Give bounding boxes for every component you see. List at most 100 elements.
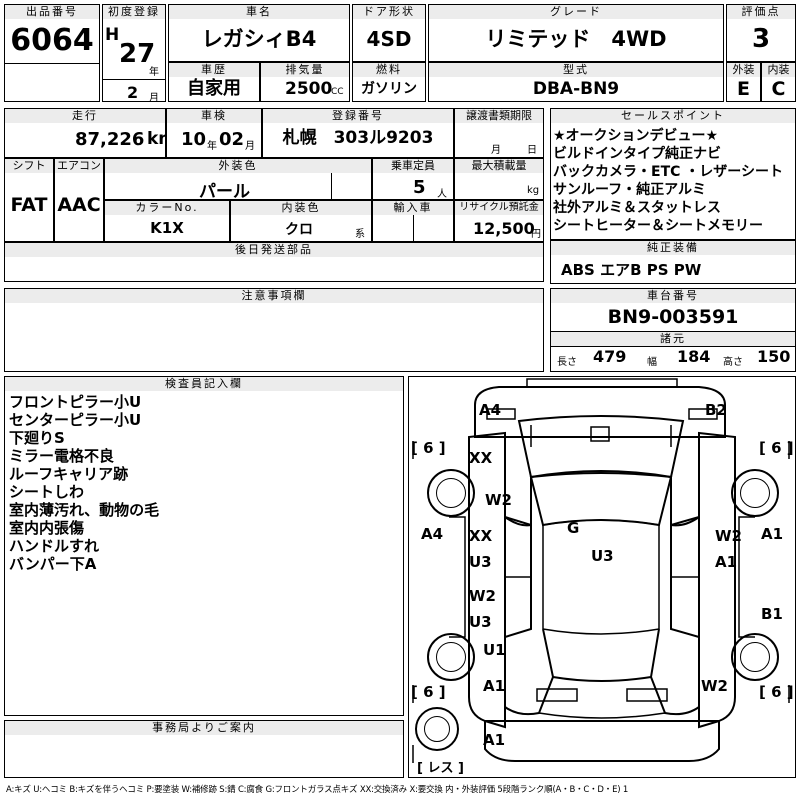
fuel: ガソリン xyxy=(361,81,417,97)
capacity: 5 xyxy=(413,177,426,198)
month-unit: 月 xyxy=(149,93,159,104)
chassis-box: 車台番号 BN9-003591 諸元 長さ 479 幅 184 高さ 150 xyxy=(550,288,796,372)
door-label: ドア形状 xyxy=(353,5,425,19)
dmg-u3-1: U3 xyxy=(469,553,492,571)
fuel-label: 燃料 xyxy=(353,63,425,77)
max-load-label: 最大積載量 xyxy=(455,159,543,173)
model-label: 型式 xyxy=(429,63,723,77)
import-box: 輸入車 xyxy=(372,200,454,242)
plate: 札幌 303ル9203 xyxy=(282,128,434,148)
tire-fl: [ 6 ] xyxy=(411,439,446,457)
ac-label: エアコン xyxy=(55,159,103,173)
dmg-a1-side: A1 xyxy=(761,525,784,543)
mileage: 87,226 xyxy=(75,129,145,150)
length-label: 長さ xyxy=(557,357,577,368)
shift: FAT xyxy=(10,194,48,216)
sales-line: ビルドインタイプ純正ナビ xyxy=(553,146,721,162)
ext-score: E xyxy=(737,78,750,100)
dmg-u3-2: U3 xyxy=(469,613,492,631)
tire-rr: [ 6 ] xyxy=(759,683,794,701)
equipment-box: 純正装備 ABS エアB PS PW xyxy=(550,240,796,284)
shift-label: シフト xyxy=(5,159,53,173)
car-name-box: 車名 レガシィB4 xyxy=(168,4,350,62)
insp-month: 02 xyxy=(219,129,245,150)
displacement-box: 排気量 2500 CC xyxy=(260,62,350,102)
color-no-label: カラーNo. xyxy=(105,201,229,215)
inspector-line: バンパー下A xyxy=(9,555,97,573)
inspection-label: 車検 xyxy=(167,109,261,123)
plate-box: 登録番号 札幌 303ル9203 xyxy=(262,108,454,158)
dmg-g: G xyxy=(567,519,580,537)
car-outline xyxy=(412,378,790,763)
dmg-xx-2: XX xyxy=(469,527,493,545)
import-label: 輸入車 xyxy=(373,201,453,215)
transfer-box: 譲渡書類期限 月 日 xyxy=(454,108,544,158)
length: 479 xyxy=(593,347,627,366)
color-box: 外装色 パール xyxy=(104,158,372,202)
inspector-line: フロントピラー小U xyxy=(9,393,142,411)
dmg-w2-1: W2 xyxy=(485,491,512,509)
dmg-u1: U1 xyxy=(483,641,506,659)
car-name-label: 車名 xyxy=(169,5,349,19)
mileage-box: 走行 87,226 km xyxy=(4,108,176,158)
mileage-label: 走行 xyxy=(5,109,165,123)
sales-list: ★オークションデビュー★ ビルドインタイプ純正ナビ バックカメラ・ETC ・レザ… xyxy=(551,123,795,235)
inspector-line: 室内内張傷 xyxy=(9,519,85,537)
year-unit: 年 xyxy=(149,67,159,78)
grade-box: グレード リミテッド 4WD xyxy=(428,4,724,62)
recycle-box: リサイクル預託金 12,500 円 xyxy=(454,200,544,242)
door-box: ドア形状 4SD xyxy=(352,4,426,62)
lot-box: 出品番号 6064 xyxy=(4,4,100,102)
interior-unit: 系 xyxy=(355,229,365,240)
ac-box: エアコン AAC xyxy=(54,158,104,242)
tire-spare: [ レス ] xyxy=(417,761,464,776)
model: DBA-BN9 xyxy=(532,79,620,99)
max-load-unit: kg xyxy=(527,185,540,196)
ext-score-label: 外装 xyxy=(727,63,760,77)
dmg-w2-4: W2 xyxy=(701,677,728,695)
reg-month: 2 xyxy=(127,83,139,102)
score-box: 評価点 3 xyxy=(726,4,796,62)
inspector-line: シートしわ xyxy=(9,483,85,501)
legend: A:キズ U:ヘコミ B:キズを伴うヘコミ P:要塗装 W:補修跡 S:錆 C:… xyxy=(6,785,629,795)
interior-label: 内装色 xyxy=(231,201,371,215)
inspector-line: ミラー電格不良 xyxy=(9,447,115,465)
recycle-unit: 円 xyxy=(531,229,541,240)
office-label: 事務局よりご案内 xyxy=(5,721,403,735)
int-score: C xyxy=(771,78,786,100)
sales-label: セールスポイント xyxy=(551,109,795,123)
chassis-label: 車台番号 xyxy=(551,289,795,303)
notes-label: 注意事項欄 xyxy=(5,289,543,303)
interior-box: 内装色 クロ 系 xyxy=(230,200,372,242)
wheel-rr xyxy=(731,633,779,681)
sales-box: セールスポイント ★オークションデビュー★ ビルドインタイプ純正ナビ バックカメ… xyxy=(550,108,796,240)
tire-rl: [ 6 ] xyxy=(411,683,446,701)
insp-year: 10 xyxy=(181,129,207,150)
inspector-box: 検査員記入欄 フロントピラー小U センターピラー小U 下廻りS ミラー電格不良 … xyxy=(4,376,404,716)
dmg-a1-r1: A1 xyxy=(715,553,738,571)
model-box: 型式 DBA-BN9 xyxy=(428,62,724,102)
insp-year-unit: 年 xyxy=(207,141,217,152)
dmg-u3-center: U3 xyxy=(591,547,614,565)
height: 150 xyxy=(757,347,791,366)
color-no: K1X xyxy=(150,219,184,237)
lot-number: 6064 xyxy=(10,23,94,58)
wheel-fr xyxy=(731,469,779,517)
displacement-label: 排気量 xyxy=(261,63,349,77)
ac: AAC xyxy=(57,194,101,216)
transfer-day-unit: 日 xyxy=(527,145,537,156)
grade-label: グレード xyxy=(429,5,723,19)
inspector-line: センターピラー小U xyxy=(9,411,142,429)
plate-label: 登録番号 xyxy=(263,109,453,123)
lot-label: 出品番号 xyxy=(5,5,99,19)
ext-score-box: 外装 E xyxy=(726,62,761,102)
dmg-w2-2: W2 xyxy=(715,527,742,545)
wheel-spare xyxy=(415,707,459,751)
width-label: 幅 xyxy=(647,357,657,368)
dmg-a4-top: A4 xyxy=(479,401,502,419)
sales-line: ★オークションデビュー★ xyxy=(553,128,719,144)
color: パール xyxy=(199,182,250,202)
later-parts-label: 後日発送部品 xyxy=(5,243,543,257)
color-label: 外装色 xyxy=(105,159,371,173)
equipment: ABS エアB PS PW xyxy=(561,261,702,279)
